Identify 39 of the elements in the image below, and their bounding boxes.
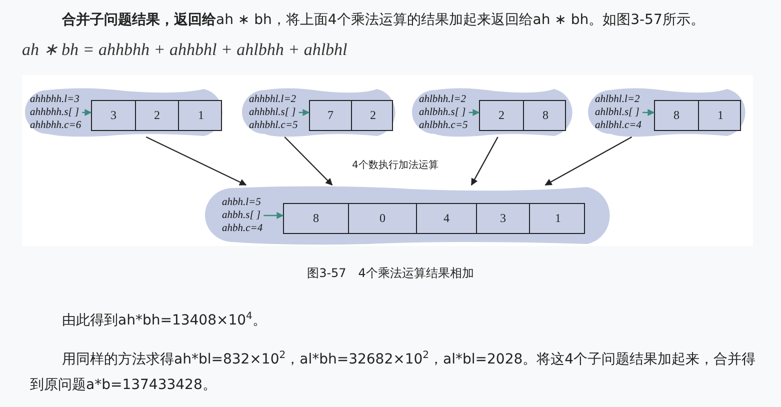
variable-labels: ahbh.l=5 ahbh.s[ ] ahbh.c=4 — [222, 196, 263, 235]
pointer-arrow — [264, 212, 284, 219]
digit: 8 — [542, 108, 548, 123]
digit: 1 — [198, 108, 204, 123]
array-box — [309, 100, 393, 131]
array-box — [283, 203, 585, 234]
digit: 8 — [313, 211, 319, 226]
digit: 7 — [328, 108, 334, 123]
digit: 1 — [718, 108, 724, 123]
array-box — [479, 100, 566, 131]
digit: 2 — [370, 108, 376, 123]
formula: ah ∗ bh = ahhbhh + ahhbhl + ahlbhh + ahlbhl — [22, 39, 348, 61]
figure-caption: 图3-57 4个乘法运算结果相加 — [306, 265, 475, 282]
variable-labels: ahlbhh.l=2 ahlbhh.s[ ] ahlbhh.c=5 — [419, 93, 468, 132]
digit: 2 — [154, 108, 160, 123]
digit: 4 — [444, 211, 450, 226]
array-box — [654, 100, 741, 131]
paragraph: 用同样的方法求得ah*bl=832×10$^{2}$，al*bh=32682×10$^{2}$，al*bl=2028。将这4个子问题结果加起来，合并得到原问题a*b=137433428。 — [30, 349, 757, 395]
variable-labels: ahlbhl.l=2 ahlbhl.s[ ] ahlbhl.c=4 — [595, 93, 642, 132]
digit: 0 — [380, 211, 386, 226]
arrow — [470, 136, 498, 186]
paragraph: 合并子问题结果，返回给ah ∗ bh，将上面4个乘法运算的结果加起来返回给ah ∗ bh。如图3-57所示。 — [62, 11, 706, 30]
array-box — [91, 100, 222, 131]
digit: 3 — [110, 108, 116, 123]
pointer-arrow — [298, 109, 310, 116]
arrow — [146, 136, 247, 186]
digit: 2 — [498, 108, 504, 123]
digit: 1 — [555, 211, 561, 226]
digit: 3 — [500, 211, 506, 226]
pointer-arrow — [642, 109, 655, 116]
arrow — [544, 136, 632, 186]
arrow — [284, 136, 333, 186]
pointer-arrow — [82, 109, 92, 116]
variable-labels: ahhbhh.l=3 ahhbhh.s[ ] ahhbhh.c=6 — [30, 93, 82, 132]
pointer-arrow — [468, 109, 480, 116]
paragraph: 由此得到ah*bh=13408×10$^{4}$。 — [62, 310, 268, 331]
figure-note: 4个数执行加法运算 — [352, 159, 440, 173]
digit: 8 — [674, 108, 680, 123]
variable-labels: ahhbhl.l=2 ahhbhl.s[ ] ahhbhl.c=5 — [249, 93, 298, 132]
